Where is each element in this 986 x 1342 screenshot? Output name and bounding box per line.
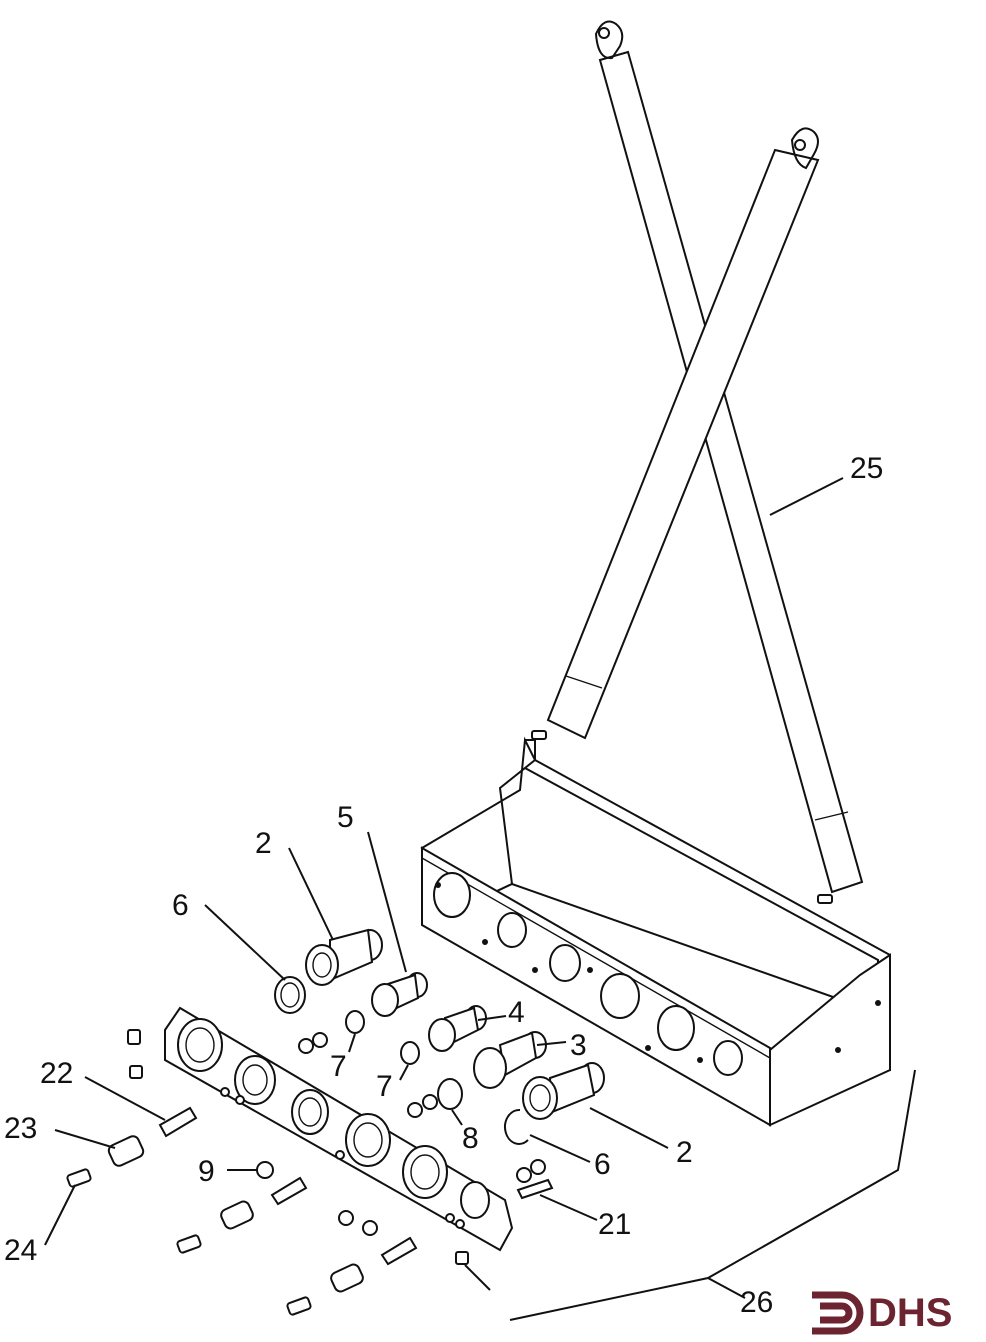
callout-26: 26 [740, 1286, 773, 1319]
nut-pair-21 [516, 1159, 554, 1200]
valve-fitting-2-upper [305, 928, 383, 986]
callout-7-a: 7 [330, 1050, 347, 1083]
nut-pair-lower [338, 1210, 378, 1236]
callout-8: 8 [462, 1122, 479, 1155]
callout-labels: 2 5 6 4 3 7 7 8 2 6 21 22 23 9 24 25 26 [4, 452, 883, 1319]
strap-right [594, 20, 864, 894]
fitting-4 [428, 1005, 487, 1052]
mounting-plate [164, 1006, 514, 1252]
callout-24: 24 [4, 1234, 37, 1267]
sleeve-23 [107, 1135, 145, 1167]
logo-text: DHS [868, 1291, 952, 1335]
valve-fitting-2-lower [522, 1062, 605, 1120]
callout-6-lower: 6 [594, 1148, 611, 1181]
callout-21: 21 [598, 1208, 631, 1241]
callout-25: 25 [850, 452, 883, 485]
o-ring-7-a [345, 1010, 365, 1034]
callout-2-lower: 2 [676, 1136, 693, 1169]
leader-lines [44, 477, 916, 1321]
callout-2-upper: 2 [255, 827, 272, 860]
bolt-b [176, 1234, 202, 1254]
callout-7-b: 7 [376, 1070, 393, 1103]
nut-pair-upper [298, 1032, 328, 1054]
sleeve-c [330, 1263, 364, 1293]
screw-small-a [127, 1029, 141, 1045]
callout-23: 23 [4, 1112, 37, 1145]
bolt-24 [66, 1168, 92, 1188]
strap-left [546, 127, 820, 740]
nipple-c [380, 1236, 418, 1266]
callout-5: 5 [337, 801, 354, 834]
sleeve-b [220, 1200, 254, 1230]
callout-22: 22 [40, 1057, 73, 1090]
o-ring-8 [437, 1078, 463, 1110]
screw-small-c [455, 1251, 469, 1265]
bolt-c [286, 1296, 312, 1316]
o-ring-6-upper [274, 976, 306, 1014]
fitting-3 [473, 1031, 547, 1089]
o-ring-7-b [400, 1041, 420, 1065]
logo-mark-icon [812, 1291, 864, 1335]
callout-6-upper: 6 [172, 889, 189, 922]
callout-3: 3 [570, 1029, 587, 1062]
callout-4: 4 [508, 996, 525, 1029]
strap-screw-left [531, 730, 547, 740]
mounting-box [420, 736, 891, 1127]
fitting-5 [371, 972, 428, 1017]
nipple-b [270, 1176, 308, 1206]
strap-screw-right [817, 894, 833, 904]
nipple-22 [158, 1106, 198, 1138]
dhs-logo: DHS [812, 1291, 952, 1335]
callout-9: 9 [198, 1155, 215, 1188]
o-ring-6-lower [504, 1108, 529, 1145]
nut-9 [256, 1161, 274, 1179]
nut-pair-mid [407, 1094, 438, 1118]
screw-small-b [129, 1065, 143, 1079]
